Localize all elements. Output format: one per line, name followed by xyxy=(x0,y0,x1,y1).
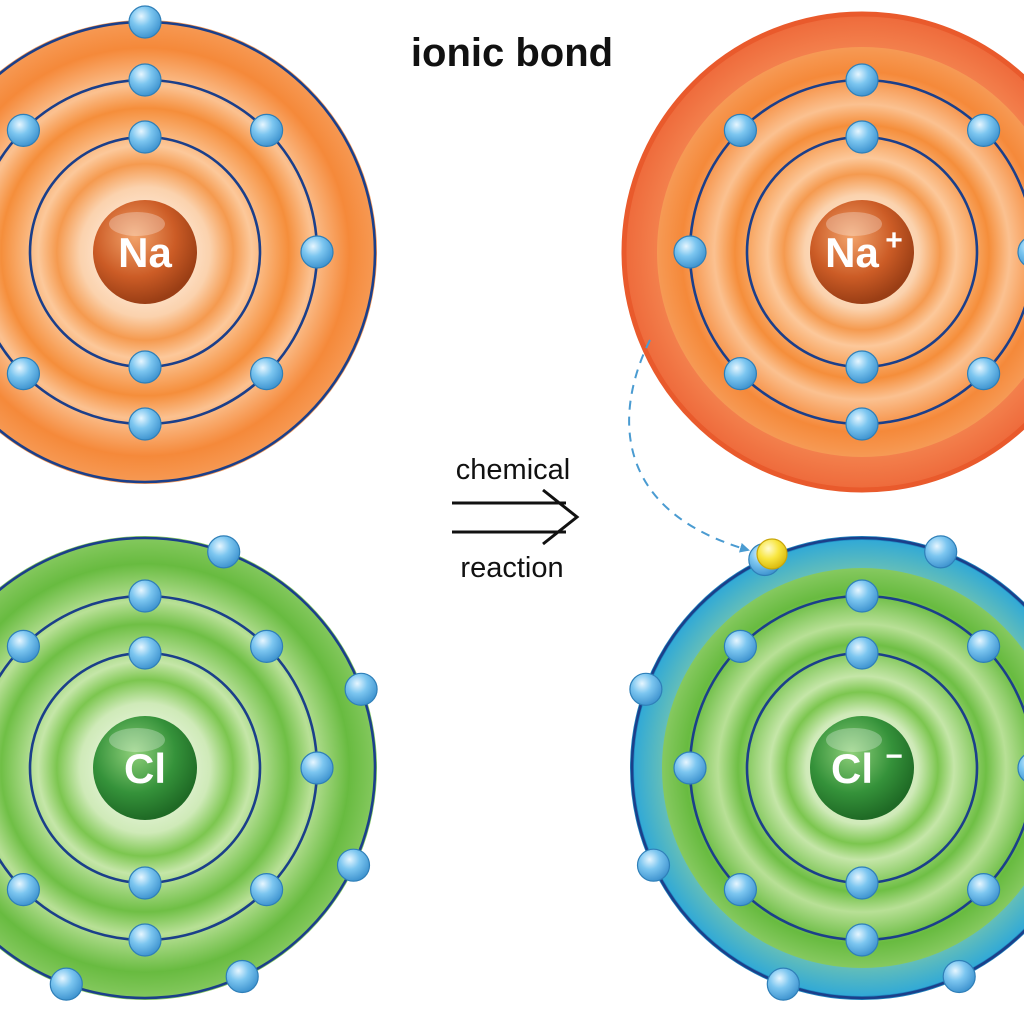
chlorine-atom-electron-s3-3 xyxy=(336,848,371,882)
chloride-ion-symbol: Cl xyxy=(831,745,873,792)
chlorine-atom-electron-s3-4 xyxy=(225,959,259,994)
sodium-atom-electron-s2-2 xyxy=(250,113,284,147)
chlorine-atom-electron-s2-3 xyxy=(300,751,334,785)
sodium-ion-electron-s2-3 xyxy=(1017,238,1024,266)
sodium-ion-electron-s2-4 xyxy=(966,357,1001,391)
sodium-atom-nucleus xyxy=(93,200,197,304)
electron-transfer xyxy=(628,339,788,570)
sodium-atom-electron-s2-1 xyxy=(128,63,162,97)
transferred-electron xyxy=(756,538,788,570)
chloride-ion-electron-s2-5 xyxy=(845,923,879,957)
electron-transfer-path xyxy=(628,339,750,553)
chlorine-atom-electron-s2-4 xyxy=(250,872,284,907)
chlorine-atom-shell-3 xyxy=(0,536,377,1000)
sodium-ion-nucleus xyxy=(810,200,914,304)
reaction-label-top: chemical xyxy=(456,454,570,486)
chloride-ion: Cl− xyxy=(629,535,1024,1001)
chloride-ion-electron-s2-2 xyxy=(966,629,1001,664)
sodium-atom-electron-s2-3 xyxy=(300,235,334,269)
sodium-ion-electron-s2-1 xyxy=(845,63,879,97)
chlorine-atom: Cl xyxy=(0,535,378,1001)
sodium-atom-electron-s2-8 xyxy=(6,113,40,147)
chloride-ion-nucleus-highlight xyxy=(826,728,882,752)
diagram-title: ionic bond xyxy=(411,31,613,75)
sodium-ion: Na+ xyxy=(621,11,1024,493)
chloride-ion-nucleus xyxy=(810,716,914,820)
chlorine-atom-nucleus-highlight xyxy=(109,728,165,752)
chlorine-atom-symbol: Cl xyxy=(124,745,166,792)
sodium-atom-nucleus-highlight xyxy=(109,212,165,236)
chlorine-atom-electron-s2-2 xyxy=(250,629,284,664)
reaction-arrow: chemical reaction xyxy=(452,454,580,584)
chloride-ion-charge: − xyxy=(885,740,903,773)
chloride-ion-electron-s2-7 xyxy=(673,751,707,785)
chloride-ion-electron-s1-2 xyxy=(845,866,879,900)
sodium-atom: Na xyxy=(0,5,377,484)
chloride-ion-electron-s2-3 xyxy=(1017,754,1024,782)
sodium-ion-electron-s2-8 xyxy=(723,113,758,147)
chloride-ion-electron-s3-4 xyxy=(942,959,976,994)
chloride-ion-electron-s3-5 xyxy=(766,967,800,1001)
sodium-ion-electron-s1-1 xyxy=(845,120,879,154)
sodium-atom-symbol: Na xyxy=(118,229,172,276)
chlorine-atom-electron-s2-5 xyxy=(128,923,162,957)
chlorine-atom-electron-s3-2 xyxy=(344,672,378,706)
chloride-ion-electron-s3-1 xyxy=(924,535,958,569)
sodium-ion-electron-s2-2 xyxy=(966,113,1001,147)
sodium-atom-electron-s3-1 xyxy=(128,5,162,39)
sodium-atom-electron-s1-2 xyxy=(128,350,162,384)
chlorine-atom-electron-s1-2 xyxy=(128,866,162,900)
sodium-atom-electron-s2-5 xyxy=(128,407,162,441)
double-arrow-icon xyxy=(452,488,580,546)
reaction-label-bottom: reaction xyxy=(460,552,563,584)
chlorine-atom-electron-s1-1 xyxy=(128,636,162,670)
chloride-ion-electron-s2-4 xyxy=(966,872,1001,907)
chloride-ion-electron-s2-1 xyxy=(845,579,879,613)
sodium-ion-charge: + xyxy=(885,224,903,257)
sodium-atom-electron-s1-1 xyxy=(128,120,162,154)
chloride-ion-electron-s3-6 xyxy=(636,848,671,882)
chlorine-atom-electron-s3-1 xyxy=(207,535,241,569)
sodium-ion-electron-s2-7 xyxy=(673,235,707,269)
chlorine-atom-electron-s2-1 xyxy=(128,579,162,613)
sodium-atom-electron-s2-6 xyxy=(6,357,40,391)
sodium-ion-electron-s2-6 xyxy=(723,357,758,391)
chloride-ion-electron-s3-7 xyxy=(629,672,663,706)
chloride-ion-shell-3 xyxy=(630,536,1024,1000)
sodium-atom-electron-s2-4 xyxy=(250,357,284,391)
sodium-ion-nucleus-highlight xyxy=(826,212,882,236)
chlorine-atom-nucleus xyxy=(93,716,197,820)
chloride-ion-electron-s1-1 xyxy=(845,636,879,670)
chlorine-atom-electron-s2-8 xyxy=(6,629,40,664)
sodium-ion-electron-s1-2 xyxy=(845,350,879,384)
sodium-ion-symbol: Na xyxy=(825,229,879,276)
chlorine-atom-electron-s2-6 xyxy=(6,872,40,907)
chloride-ion-electron-s2-6 xyxy=(723,872,758,907)
chlorine-atom-electron-s3-5 xyxy=(49,967,83,1001)
chloride-ion-electron-s2-8 xyxy=(723,629,758,664)
sodium-ion-electron-s2-5 xyxy=(845,407,879,441)
